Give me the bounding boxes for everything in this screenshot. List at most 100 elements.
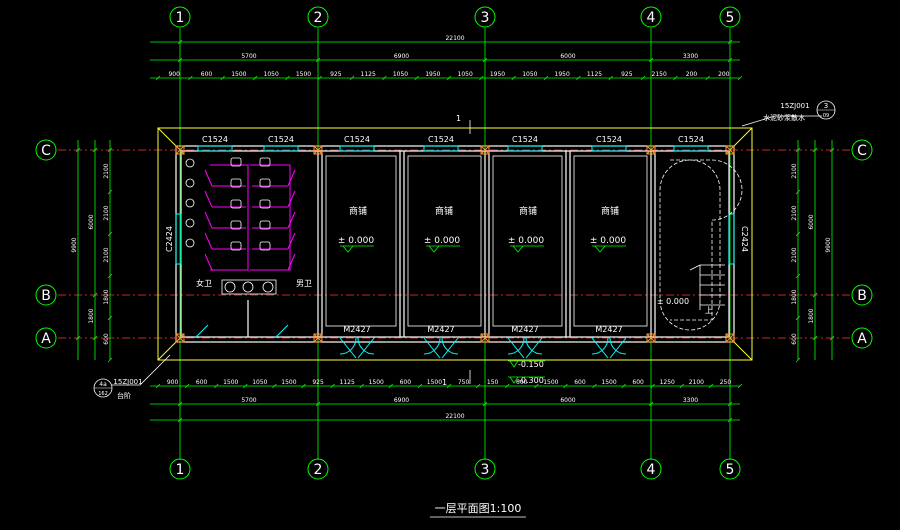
axis-label: A <box>41 331 51 347</box>
dimension-tick <box>679 383 685 389</box>
axis-label: B <box>41 288 51 304</box>
dimension-tick <box>417 383 423 389</box>
dimension-value: 2100 <box>103 205 110 220</box>
dimension-value: 1500 <box>369 379 384 386</box>
dimension-tick <box>795 357 801 363</box>
dimension-value: 600 <box>196 379 208 386</box>
dimension-tick <box>92 335 98 341</box>
dimension-value: 1800 <box>791 289 798 304</box>
dimension-tick <box>107 147 113 153</box>
female-toilet-label: 女卫 <box>196 278 212 288</box>
windows-top <box>175 145 735 265</box>
axis-label: A <box>857 331 867 347</box>
dimension-tick <box>650 383 655 389</box>
dimension-tick <box>184 383 190 389</box>
callout-sheet-sub: 09 <box>823 113 829 119</box>
axis-label: C <box>857 143 867 159</box>
dimension-tick <box>414 75 419 81</box>
dimension-value: 600 <box>791 333 798 345</box>
dimension-value: 6000 <box>808 214 815 229</box>
dimension-tick <box>252 75 258 81</box>
callout-label: 台阶 <box>117 391 131 400</box>
callout-steps: 4a 162 15ZJ001 台阶 <box>93 354 171 400</box>
dimension-tick <box>504 383 510 389</box>
axis-label: 5 <box>726 10 735 26</box>
dimension-tick <box>213 383 219 389</box>
dimension-tick <box>608 75 613 81</box>
dimension-tick <box>349 75 355 81</box>
door-label: M2427 <box>343 325 370 334</box>
dimension-tick <box>829 147 835 153</box>
stair-up-label: 上 <box>705 306 713 315</box>
dimension-tick <box>188 75 193 81</box>
stair-level: ± 0.000 <box>657 297 689 306</box>
dimension-tick <box>812 335 818 341</box>
dimension-tick <box>482 401 488 407</box>
dimension-value: 6900 <box>394 53 409 60</box>
axis-bubble-c-left: C <box>35 139 57 161</box>
dimension-tick <box>243 383 248 389</box>
dimension-tick <box>737 383 743 389</box>
axis-bubble-3-top: 3 <box>474 6 496 28</box>
toilet-labels: 女卫 男卫 <box>196 278 312 288</box>
dimension-value: 6000 <box>560 53 575 60</box>
axis-bubble-4-top: 4 <box>640 6 662 28</box>
window-label: C1524 <box>268 135 294 144</box>
drawing-title: 一层平面图1:100 <box>430 502 526 518</box>
axis-bubble-5-bottom: 5 <box>719 458 741 480</box>
axis-label: 5 <box>726 462 735 478</box>
dimension-tick <box>737 75 743 81</box>
dimension-tick <box>92 147 98 153</box>
callout-sheet-sub: 162 <box>98 391 108 397</box>
dimension-value: 1500 <box>231 71 246 78</box>
dimension-value: 1125 <box>587 71 602 78</box>
dimension-value: 200 <box>686 71 698 78</box>
dimension-value: 2100 <box>103 247 110 262</box>
room-name: 商铺 <box>519 205 537 217</box>
dimension-tick <box>543 75 549 81</box>
dimension-value: 2100 <box>689 379 704 386</box>
room-level: ± 0.000 <box>508 236 544 246</box>
dimension-tick <box>482 57 488 63</box>
dimension-value: 1050 <box>522 71 537 78</box>
room-level: ± 0.000 <box>424 236 460 246</box>
window-label: C1524 <box>202 135 228 144</box>
section-mark-bottom: 1 <box>442 378 447 387</box>
room-name: 商铺 <box>349 205 367 217</box>
dimension-tick <box>640 75 646 81</box>
axis-label: C <box>41 143 51 159</box>
axis-bubbles: 1 2 3 4 5 1 2 3 4 5 C B A C B A <box>35 6 873 480</box>
dimension-value: 2100 <box>791 205 798 220</box>
dimension-tick <box>795 147 801 153</box>
dimension-ticks <box>75 39 835 423</box>
exterior-levels: -0.150 -0.300 <box>518 360 544 385</box>
dimension-tick <box>315 401 321 407</box>
dimension-tick <box>155 75 161 81</box>
doors <box>194 324 627 359</box>
dimension-tick <box>534 383 539 389</box>
level-markers <box>340 245 626 253</box>
dimension-value: 1125 <box>361 71 376 78</box>
axis-bubble-4-bottom: 4 <box>640 458 662 480</box>
dimension-value: 600 <box>400 379 412 386</box>
axis-lines <box>58 28 850 460</box>
axis-bubble-b-right: B <box>851 284 873 306</box>
dimension-value: 600 <box>632 379 644 386</box>
dimension-tick <box>576 75 581 81</box>
shop-rooms <box>325 155 648 327</box>
axis-label: B <box>857 288 867 304</box>
structural-columns <box>175 145 735 343</box>
dimension-value: 3300 <box>683 397 698 404</box>
dimension-tick <box>220 75 225 81</box>
dimension-tick <box>75 335 81 341</box>
dimension-tick <box>317 75 322 81</box>
dimension-value: 925 <box>621 71 633 78</box>
dimension-tick <box>107 357 113 363</box>
dimension-value: 5700 <box>241 397 256 404</box>
stair <box>659 159 743 331</box>
callout-apron: 3 09 15ZJ001 水泥砂浆散水 <box>741 100 836 127</box>
dimension-value: 750 <box>458 379 470 386</box>
callout-sheet: 4a <box>99 381 107 388</box>
dimension-tick <box>812 147 818 153</box>
